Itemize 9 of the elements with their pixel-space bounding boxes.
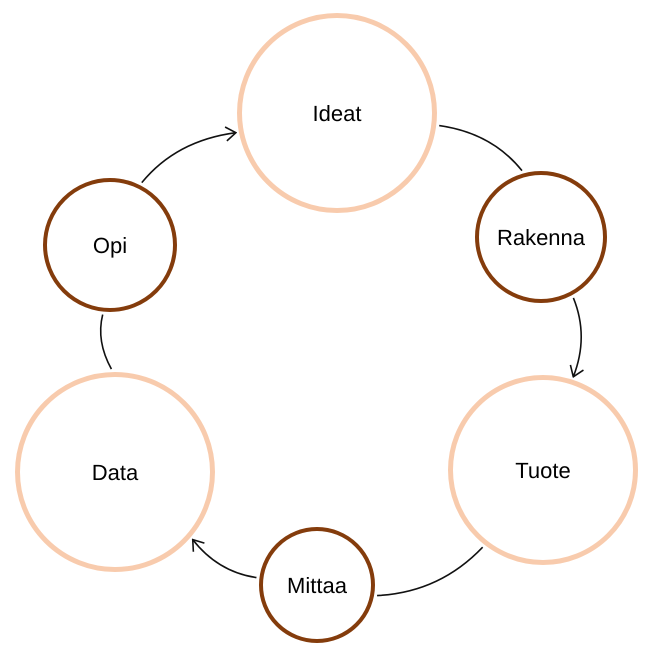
step-label: Opi bbox=[92, 232, 128, 260]
arrow bbox=[141, 126, 237, 184]
arrow bbox=[569, 298, 584, 378]
step-label: Data bbox=[92, 458, 138, 486]
step-label: Mittaa bbox=[287, 572, 347, 600]
step-label: Tuote bbox=[515, 456, 571, 484]
step-label: Rakenna bbox=[496, 224, 586, 252]
step-label: Ideat bbox=[312, 100, 362, 128]
arrow bbox=[192, 538, 257, 578]
